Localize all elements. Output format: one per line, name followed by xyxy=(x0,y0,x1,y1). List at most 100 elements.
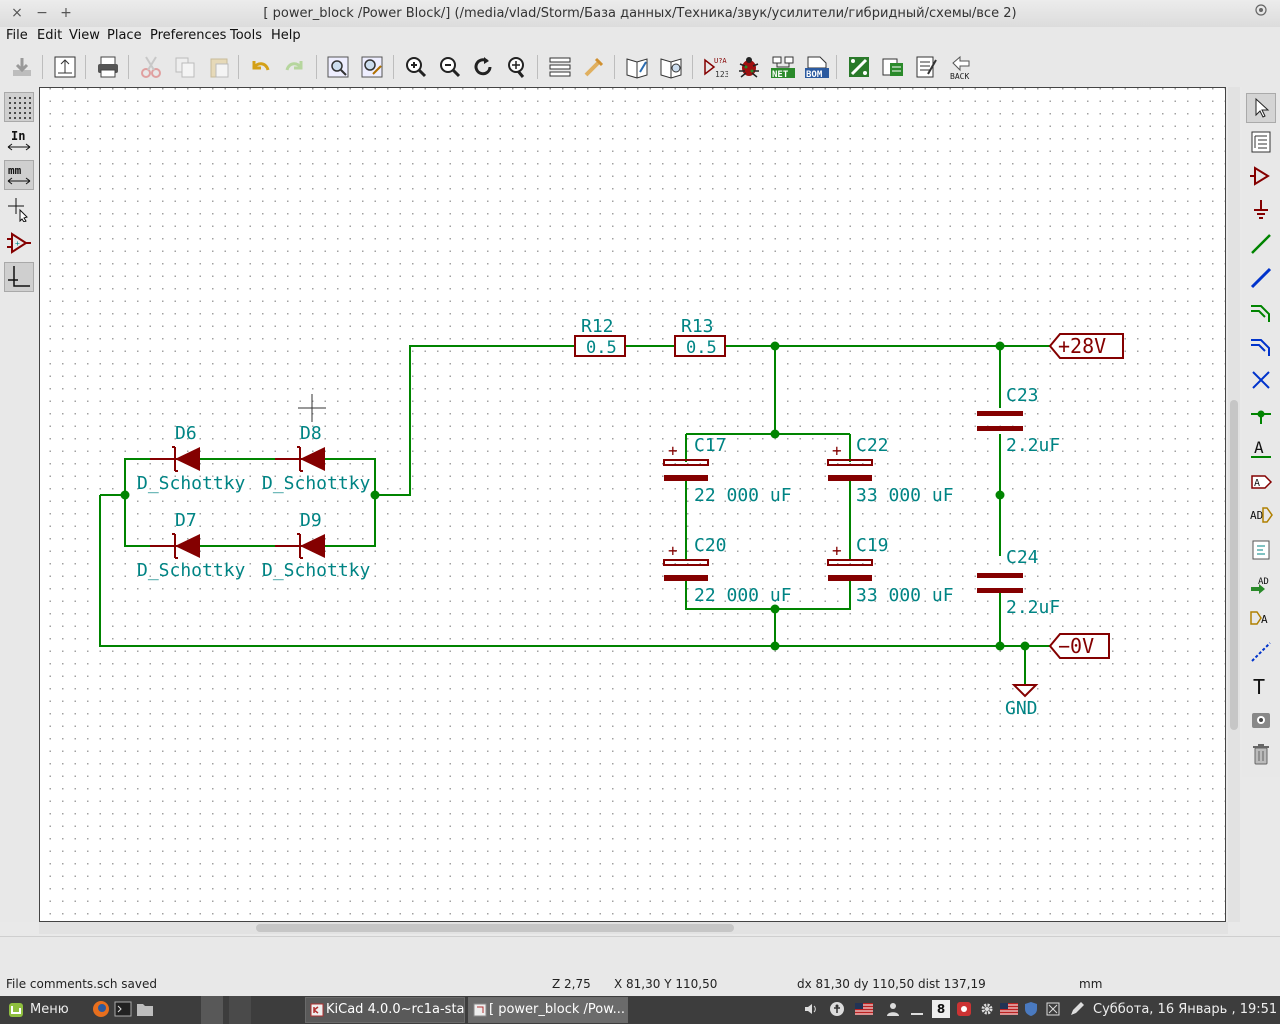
workspace-switcher-2[interactable] xyxy=(229,996,251,1024)
accessibility-icon[interactable] xyxy=(828,1000,846,1018)
leave-sheet-icon[interactable] xyxy=(579,52,609,82)
diode-D6[interactable]: D6 D_Schottky xyxy=(137,423,246,494)
firefox-launcher-icon[interactable] xyxy=(92,1000,110,1018)
vertical-scroll-thumb[interactable] xyxy=(1230,400,1238,730)
capacitor-C17[interactable]: + C17 22 000 uF xyxy=(663,435,792,506)
netlist-icon[interactable]: NET xyxy=(768,52,798,82)
bus-to-bus-entry-icon[interactable] xyxy=(1246,331,1276,361)
diode-D9[interactable]: D9 D_Schottky xyxy=(262,510,371,581)
add-graphic-line-icon[interactable] xyxy=(1246,637,1276,667)
add-wire-icon[interactable] xyxy=(1246,229,1276,259)
resistor-R13[interactable]: R13 0.5 xyxy=(674,316,726,358)
menu-help[interactable]: Help xyxy=(271,28,301,43)
delete-item-icon[interactable] xyxy=(1246,739,1276,769)
select-tool-icon[interactable] xyxy=(1246,93,1276,123)
workspace-switcher[interactable] xyxy=(201,996,223,1024)
paste-icon[interactable] xyxy=(204,52,234,82)
capacitor-C20[interactable]: + C20 22 000 uF xyxy=(663,535,792,606)
import-footprint-icon[interactable] xyxy=(912,52,942,82)
add-text-icon[interactable]: T xyxy=(1246,671,1276,701)
wire-to-bus-entry-icon[interactable] xyxy=(1246,297,1276,327)
new-icon[interactable] xyxy=(7,52,37,82)
keyboard-layout-flag-icon[interactable] xyxy=(855,1000,873,1018)
add-bus-icon[interactable] xyxy=(1246,263,1276,293)
grid-toggle-icon[interactable] xyxy=(4,92,34,122)
pcbnew-icon[interactable] xyxy=(878,52,908,82)
add-junction-icon[interactable] xyxy=(1246,399,1276,429)
redraw-icon[interactable] xyxy=(468,52,498,82)
power-gnd[interactable]: GND xyxy=(1005,684,1039,719)
find-icon[interactable] xyxy=(323,52,353,82)
locale-flag-icon[interactable] xyxy=(1000,1000,1018,1018)
capacitor-C23[interactable]: C23 2.2uF xyxy=(977,385,1060,456)
show-desktop-icon[interactable] xyxy=(908,1000,926,1018)
bom-icon[interactable]: BOM xyxy=(802,52,832,82)
resistor-R12[interactable]: R12 0.5 xyxy=(574,316,626,358)
minimize-window-button[interactable]: − xyxy=(36,5,48,21)
tray-badge-icon[interactable]: 8 xyxy=(932,1000,950,1018)
window-menu-icon[interactable] xyxy=(1252,4,1270,22)
add-global-label-icon[interactable]: A xyxy=(1246,467,1276,497)
taskbar-eeschema-button[interactable]: [ power_block /Pow... xyxy=(468,997,628,1023)
add-hierarchical-label-icon[interactable]: AD xyxy=(1246,501,1276,531)
global-label-minus0v[interactable]: −0V xyxy=(1048,633,1110,659)
menu-place[interactable]: Place xyxy=(107,28,142,43)
settings-gear-icon[interactable] xyxy=(978,1000,996,1018)
taskbar-kicad-button[interactable]: KiCad 4.0.0~rc1a-sta... xyxy=(305,997,465,1023)
hierarchy-icon[interactable] xyxy=(545,52,575,82)
start-menu-button[interactable]: Меню xyxy=(8,998,69,1022)
zoom-out-icon[interactable] xyxy=(435,52,465,82)
shield-icon[interactable] xyxy=(1022,1000,1040,1018)
files-launcher-icon[interactable] xyxy=(136,1000,154,1018)
no-connect-icon[interactable] xyxy=(1246,365,1276,395)
erc-icon[interactable] xyxy=(734,52,764,82)
add-net-label-icon[interactable]: A xyxy=(1246,433,1276,463)
undo-icon[interactable] xyxy=(245,52,275,82)
diode-D8[interactable]: D8 D_Schottky xyxy=(262,423,371,494)
library-editor-icon[interactable] xyxy=(622,52,652,82)
menu-view[interactable]: View xyxy=(69,28,100,43)
user-icon[interactable] xyxy=(884,1000,902,1018)
capacitor-C19[interactable]: + C19 33 000 uF xyxy=(827,535,954,606)
cvpcb-icon[interactable] xyxy=(844,52,874,82)
cursor-shape-icon[interactable] xyxy=(4,194,34,224)
terminal-launcher-icon[interactable] xyxy=(114,1000,132,1018)
back-annotate-icon[interactable]: BACK xyxy=(946,52,976,82)
capacitor-C24[interactable]: C24 2.2uF xyxy=(977,547,1060,618)
maximize-window-button[interactable]: + xyxy=(60,5,72,21)
add-power-icon[interactable] xyxy=(1246,195,1276,225)
diode-D7[interactable]: D7 D_Schottky xyxy=(137,510,246,581)
hierarchy-navigator-icon[interactable] xyxy=(1246,127,1276,157)
add-component-icon[interactable] xyxy=(1246,161,1276,191)
close-window-button[interactable]: × xyxy=(11,5,23,21)
print-icon[interactable] xyxy=(93,52,123,82)
horizontal-scroll-thumb[interactable] xyxy=(256,924,734,932)
schematic-canvas[interactable]: R12 0.5 R13 0.5 D6 D_Schottky D8 D_Schot… xyxy=(39,87,1226,922)
volume-icon[interactable] xyxy=(802,1000,820,1018)
add-image-icon[interactable] xyxy=(1246,705,1276,735)
add-sheet-pin-icon[interactable]: A xyxy=(1246,603,1276,633)
find-replace-icon[interactable] xyxy=(357,52,387,82)
network-icon[interactable] xyxy=(1044,1000,1062,1018)
page-settings-icon[interactable] xyxy=(50,52,80,82)
zoom-fit-icon[interactable] xyxy=(501,52,531,82)
redo-icon[interactable] xyxy=(280,52,310,82)
menu-file[interactable]: File xyxy=(6,28,28,43)
wire-angle-icon[interactable] xyxy=(4,262,34,292)
hidden-pins-icon[interactable]: + xyxy=(4,228,34,258)
zoom-in-icon[interactable] xyxy=(401,52,431,82)
cut-icon[interactable] xyxy=(136,52,166,82)
add-hierarchical-sheet-icon[interactable] xyxy=(1246,535,1276,565)
inch-units-button[interactable]: In xyxy=(4,126,34,156)
annotate-icon[interactable]: U?A 123123 xyxy=(700,52,730,82)
mm-units-button[interactable]: mm xyxy=(4,160,34,190)
menu-preferences[interactable]: Preferences xyxy=(150,28,227,43)
menu-tools[interactable]: Tools xyxy=(230,28,263,43)
pen-icon[interactable] xyxy=(1068,1000,1086,1018)
import-sheet-pin-icon[interactable]: AD xyxy=(1246,569,1276,599)
global-label-plus28v[interactable]: +28V xyxy=(1048,333,1124,359)
library-browser-icon[interactable] xyxy=(656,52,686,82)
capacitor-C22[interactable]: + C22 33 000 uF xyxy=(827,435,954,506)
clock[interactable]: Суббота, 16 Январь , 19:51 xyxy=(1093,1002,1278,1017)
copy-icon[interactable] xyxy=(170,52,200,82)
